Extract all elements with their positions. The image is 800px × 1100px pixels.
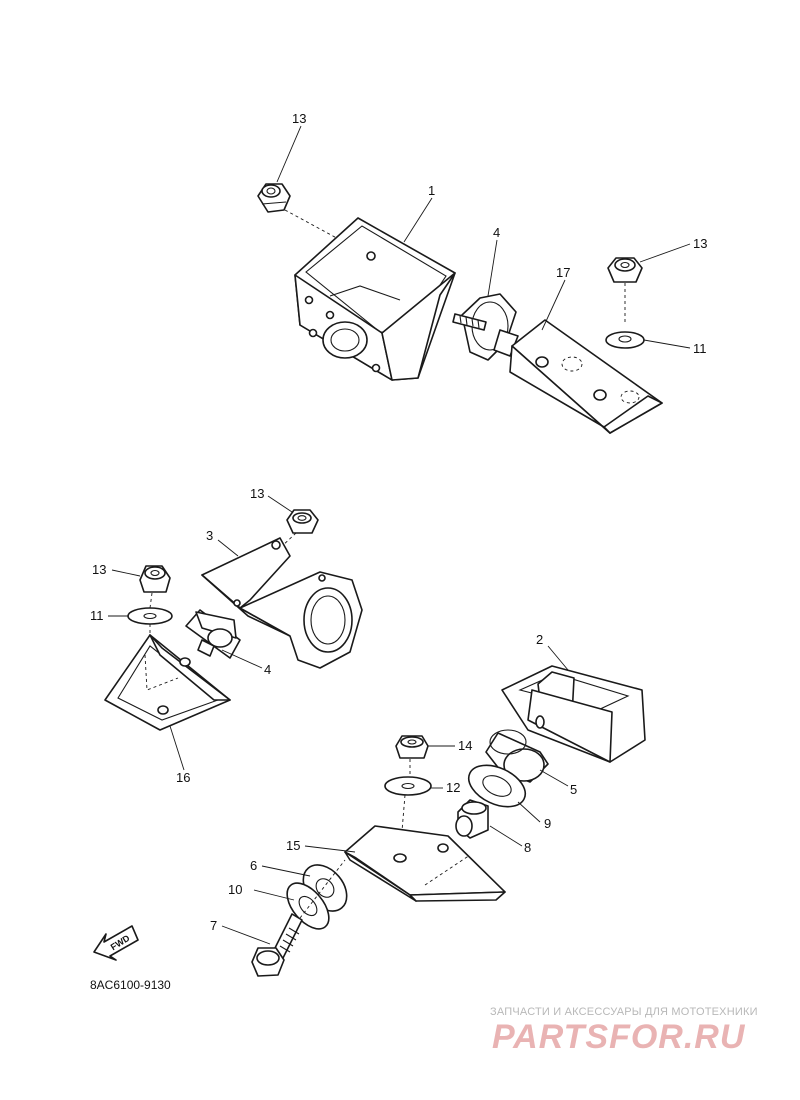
bracket-1 — [294, 217, 456, 381]
callout-6: 6 — [250, 858, 257, 873]
nut-13-mid-left — [139, 565, 171, 593]
callout-8: 8 — [524, 840, 531, 855]
bracket-3 — [201, 537, 363, 669]
callout-10: 10 — [228, 882, 242, 897]
fwd-arrow-icon: FWD — [93, 925, 139, 961]
washer-11-right — [605, 331, 645, 349]
callout-3: 3 — [206, 528, 213, 543]
collar-8 — [455, 799, 489, 839]
callout-1: 1 — [428, 183, 435, 198]
callout-13: 13 — [250, 486, 264, 501]
callout-7: 7 — [210, 918, 217, 933]
bracket-17 — [509, 319, 663, 434]
leader-lines — [108, 125, 691, 945]
nut-13-top — [257, 183, 291, 213]
callout-14: 14 — [458, 738, 472, 753]
damper-4-mid — [185, 609, 241, 659]
callout-labels: 13 1 4 17 13 11 13 3 13 11 4 16 2 14 5 1… — [90, 111, 707, 933]
nut-13-right — [607, 257, 643, 283]
callout-11: 11 — [693, 341, 707, 356]
washer-12 — [384, 776, 432, 796]
callout-16: 16 — [176, 770, 190, 785]
nut-14 — [395, 735, 429, 759]
callout-4: 4 — [264, 662, 271, 677]
callout-11: 11 — [90, 608, 104, 623]
callout-2: 2 — [536, 632, 543, 647]
callout-9: 9 — [544, 816, 551, 831]
callout-17: 17 — [556, 265, 570, 280]
callout-4: 4 — [493, 225, 500, 240]
callout-12: 12 — [446, 780, 460, 795]
callout-5: 5 — [570, 782, 577, 797]
washer-9 — [467, 764, 527, 808]
bracket-15 — [344, 825, 506, 902]
washer-11-mid — [127, 607, 173, 625]
washer-10 — [286, 882, 330, 930]
watermark-logo: PARTSFOR.RU — [492, 1018, 746, 1056]
callout-15: 15 — [286, 838, 300, 853]
watermark-tagline: ЗАПЧАСТИ И АКСЕССУАРЫ ДЛЯ МОТОТЕХНИКИ — [490, 1006, 758, 1018]
bolt-7 — [251, 913, 303, 977]
callout-13: 13 — [292, 111, 306, 126]
diagram-code: 8AC6100-9130 — [90, 978, 171, 992]
bracket-16 — [104, 634, 231, 731]
callout-13: 13 — [693, 236, 707, 251]
bracket-2 — [501, 665, 646, 763]
damper-4-top — [452, 293, 519, 361]
callout-13: 13 — [92, 562, 106, 577]
nut-13-mid-upper — [286, 509, 319, 534]
